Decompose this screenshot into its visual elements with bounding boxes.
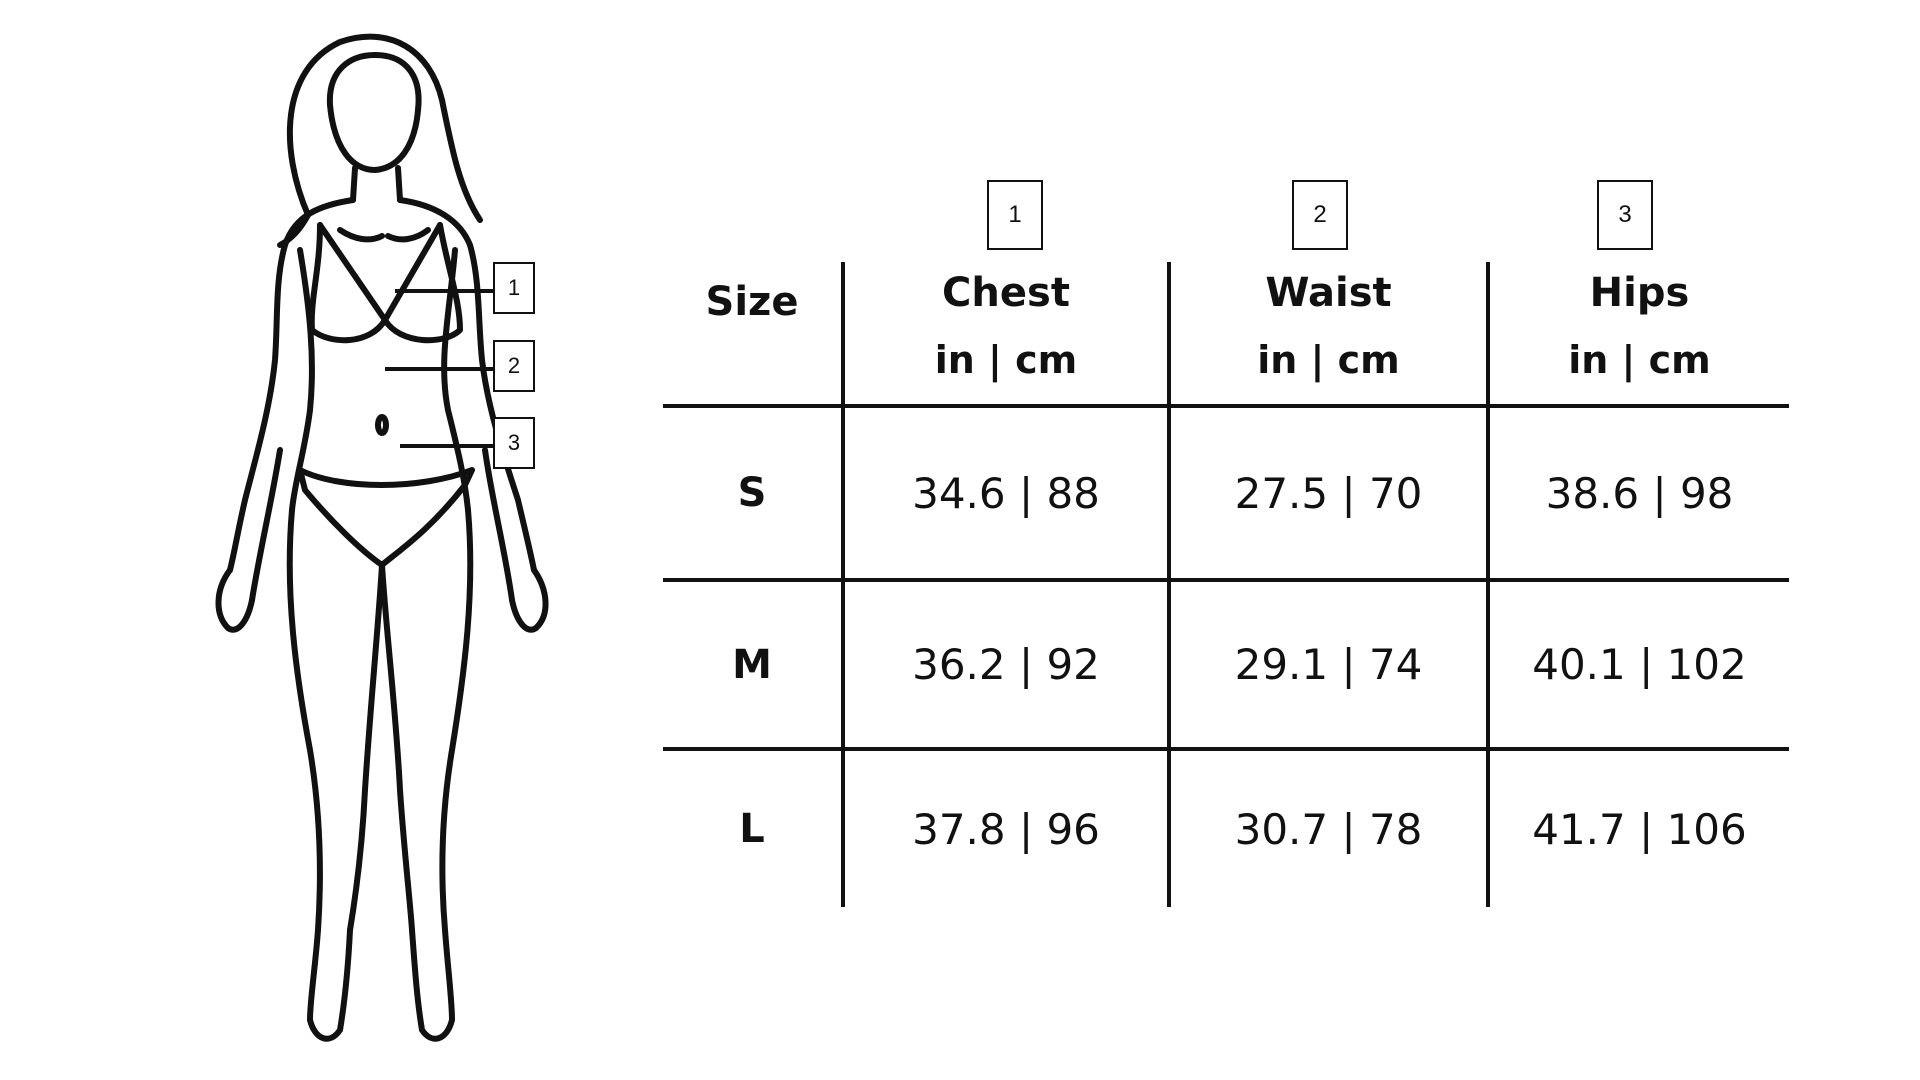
- leader-line-1: [395, 289, 495, 293]
- table-row-size-l: L: [739, 806, 765, 852]
- table-cell-s-chest: 34.6 | 88: [912, 468, 1100, 518]
- table-divider-row-1: [663, 578, 1789, 582]
- table-divider-vertical-1: [841, 262, 845, 907]
- column-marker-hips: 3: [1597, 180, 1653, 250]
- column-marker-waist: 2: [1292, 180, 1348, 250]
- leader-line-3: [400, 444, 495, 448]
- table-row-size-m: M: [732, 641, 772, 688]
- marker-3: 3: [493, 417, 535, 469]
- table-divider-row-2: [663, 747, 1789, 751]
- column-marker-chest: 1: [987, 180, 1043, 250]
- table-cell-m-hips: 40.1 | 102: [1532, 640, 1747, 689]
- marker-1: 1: [493, 262, 535, 314]
- table-cell-m-chest: 36.2 | 92: [912, 640, 1100, 689]
- table-cell-l-hips: 41.7 | 106: [1532, 804, 1747, 854]
- column-header-waist: Waist in | cm: [1257, 270, 1400, 382]
- table-divider-header: [663, 404, 1789, 408]
- column-header-chest: Chest in | cm: [934, 270, 1078, 382]
- column-header-hips: Hips in | cm: [1568, 270, 1711, 382]
- marker-2: 2: [493, 340, 535, 392]
- table-divider-vertical-2: [1167, 262, 1171, 907]
- table-row-size-s: S: [737, 470, 767, 516]
- table-divider-vertical-3: [1486, 262, 1490, 907]
- table-cell-s-hips: 38.6 | 98: [1545, 468, 1734, 518]
- leader-line-2: [385, 367, 495, 371]
- table-cell-m-waist: 29.1 | 74: [1234, 640, 1423, 689]
- size-header: Size: [705, 279, 799, 325]
- table-cell-l-waist: 30.7 | 78: [1234, 804, 1423, 854]
- body-outline-figure: [160, 30, 560, 1060]
- table-cell-l-chest: 37.8 | 96: [912, 804, 1100, 854]
- table-cell-s-waist: 27.5 | 70: [1234, 468, 1423, 518]
- woman-silhouette-icon: [215, 33, 549, 1042]
